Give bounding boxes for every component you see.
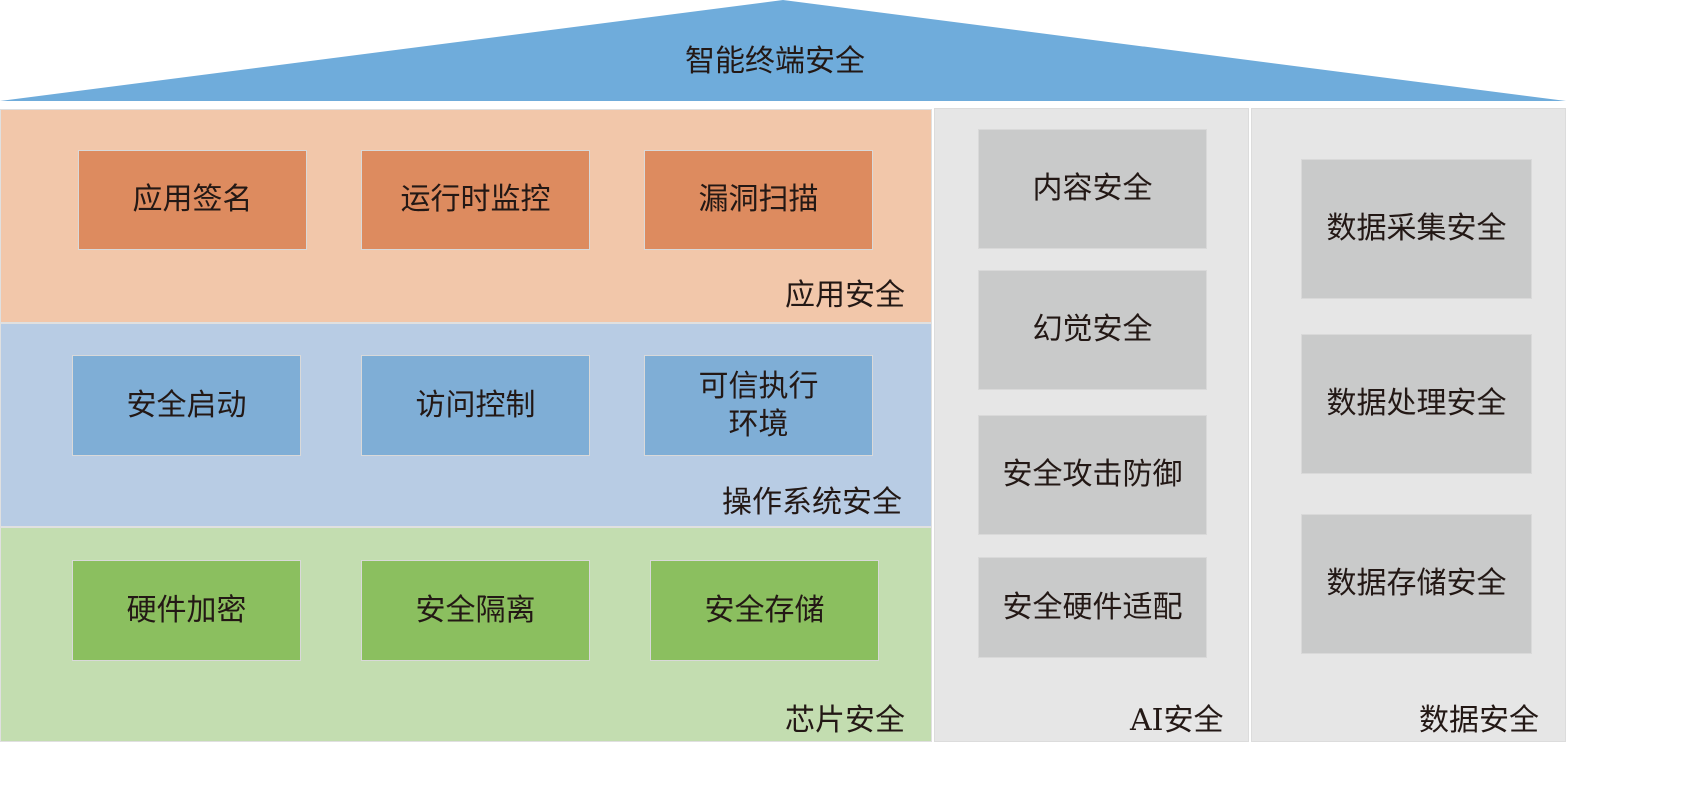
column-label: 数据安全 xyxy=(1419,703,1539,738)
item-data-processing-security: 数据处理安全 xyxy=(1301,334,1532,474)
item-content-security: 内容安全 xyxy=(978,129,1207,249)
item-hallucination-security: 幻觉安全 xyxy=(978,270,1207,390)
item-secure-boot: 安全启动 xyxy=(72,355,301,456)
roof-title: 智能终端安全 xyxy=(685,44,865,79)
item-data-collection-security: 数据采集安全 xyxy=(1301,159,1532,299)
roof-triangle xyxy=(0,0,1566,101)
item-vulnerability-scan: 漏洞扫描 xyxy=(644,150,873,250)
item-hardware-adaptation: 安全硬件适配 xyxy=(978,557,1207,658)
item-runtime-monitoring: 运行时监控 xyxy=(361,150,590,250)
item-data-storage-security: 数据存储安全 xyxy=(1301,514,1532,654)
item-secure-isolation: 安全隔离 xyxy=(361,560,590,661)
layer-label: 应用安全 xyxy=(785,278,905,313)
roof xyxy=(0,0,1566,101)
item-app-signing: 应用签名 xyxy=(78,150,307,250)
item-tee: 可信执行 环境 xyxy=(644,355,873,456)
item-attack-defense: 安全攻击防御 xyxy=(978,415,1207,535)
item-secure-storage: 安全存储 xyxy=(650,560,879,661)
item-hardware-encryption: 硬件加密 xyxy=(72,560,301,661)
column-label: AI安全 xyxy=(1130,703,1224,738)
layer-label: 操作系统安全 xyxy=(722,485,902,520)
item-access-control: 访问控制 xyxy=(361,355,590,456)
layer-label: 芯片安全 xyxy=(785,703,905,738)
